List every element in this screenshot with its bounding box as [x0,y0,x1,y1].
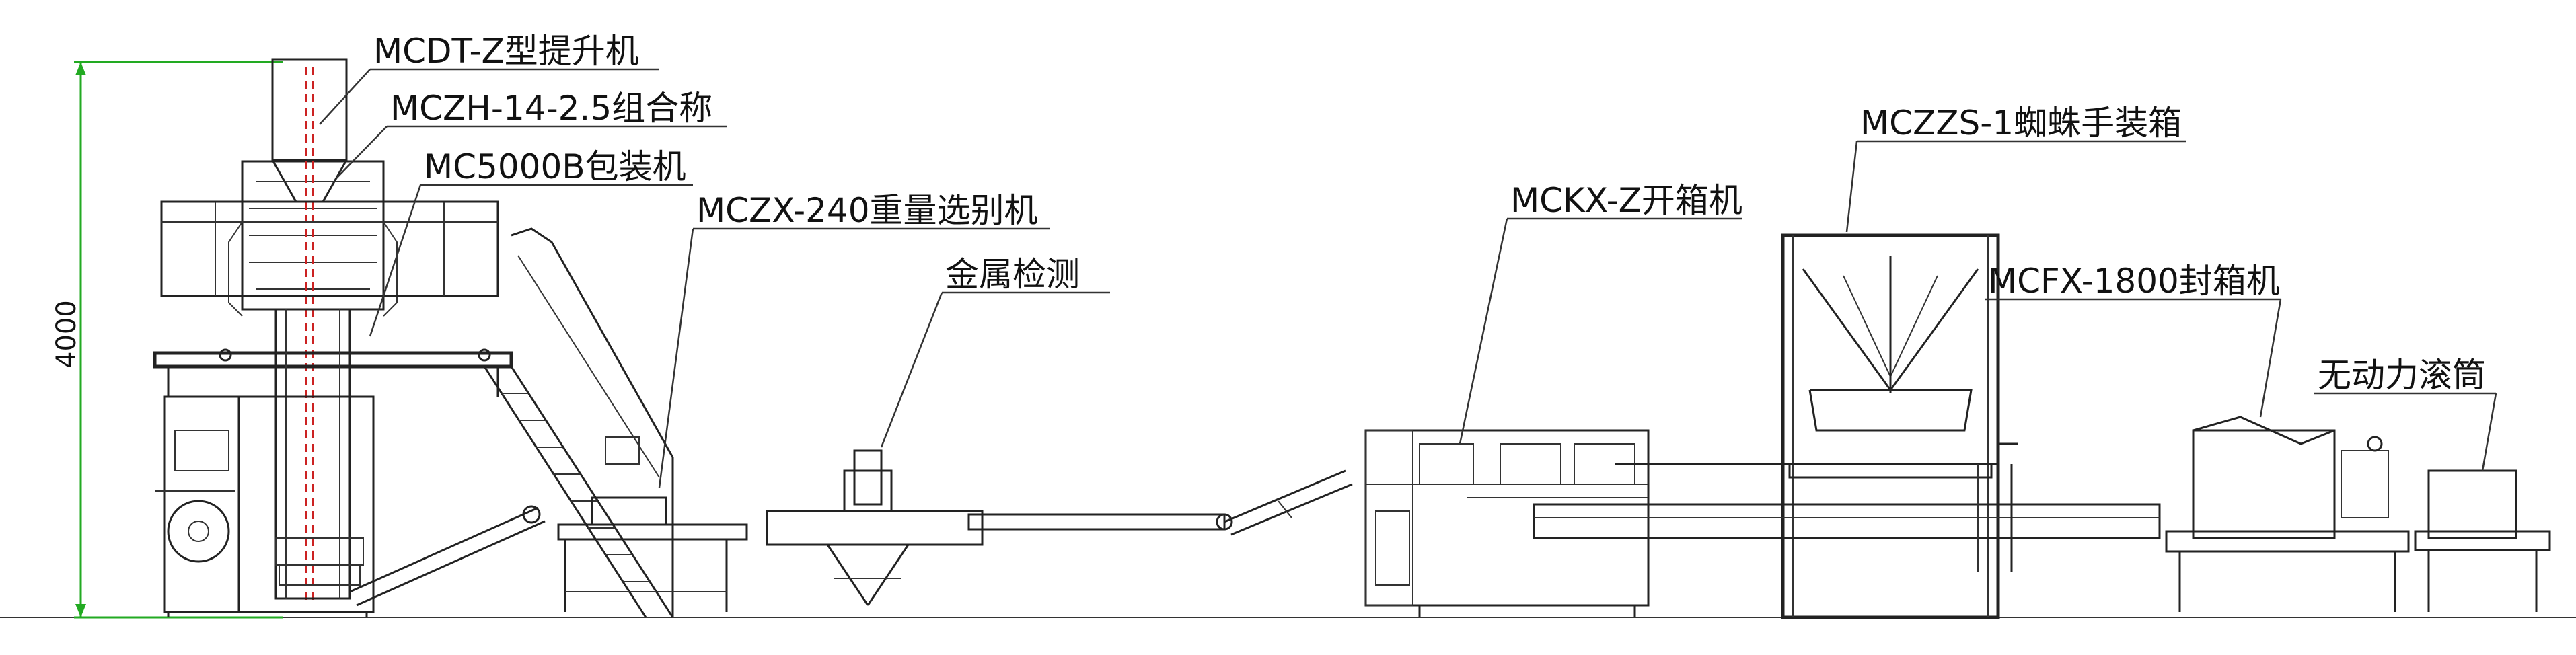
stairs [483,227,674,618]
label-spider-packer: MCZZS-1蜘蛛手装箱 [1860,104,2182,143]
label-elevator: MCDT-Z型提升机 [373,32,639,71]
label-case-sealer: MCFX-1800封箱机 [1988,262,2280,301]
metal-detector [766,449,984,606]
case-erector [1364,429,1650,617]
label-case-erector: MCKX-Z开箱机 [1510,181,1742,220]
checkweigher [557,436,748,612]
label-metal-detector: 金属检测 [945,255,1080,294]
idle-roller [2414,469,2551,612]
leader-lines [319,68,2497,488]
label-checkweigher: MCZX-240重量选别机 [696,191,1038,230]
case-sealer [2165,416,2410,612]
label-packer: MC5000B包装机 [424,147,686,186]
height-dimension-text: 4000 [51,300,82,369]
label-roller: 无动力滚筒 [2318,356,2486,395]
roller-conveyor [1533,442,2161,572]
packing-tower [153,58,546,617]
spider-packer [1781,233,2000,619]
height-dimension: 4000 [51,61,283,619]
transfer-conveyor [967,469,1353,536]
label-weigher: MCZH-14-2.5组合称 [390,89,712,128]
